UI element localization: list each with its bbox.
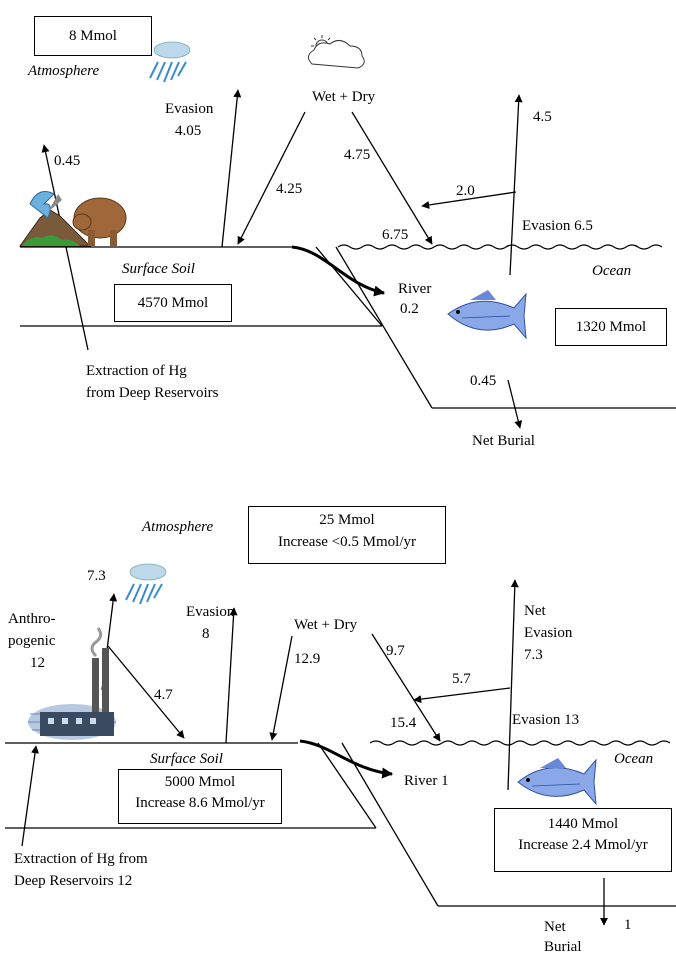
bottom-atmosphere-box: 25 Mmol Increase <0.5 Mmol/yr <box>248 506 446 564</box>
bottom-anthro-value: 12 <box>30 655 45 671</box>
top-fish-icon <box>447 290 527 340</box>
bottom-river-arrow <box>299 739 394 779</box>
top-burial-value: 0.45 <box>470 373 497 389</box>
bottom-atmosphere-amount: 25 Mmol <box>319 512 375 528</box>
top-river-arrow <box>291 245 386 297</box>
top-deposition-ocean-arrow <box>351 111 433 245</box>
top-soil-box: 4570 Mmol <box>114 284 232 322</box>
top-evasion-arrow <box>221 89 242 248</box>
top-ocean-wave <box>337 244 663 250</box>
top-ocean-evasion-arrow <box>509 94 523 276</box>
top-ocean-to-land-value: 2.0 <box>456 183 475 199</box>
top-extraction-line1: Extraction of Hg <box>86 363 187 379</box>
bottom-soil-increase: Increase 8.6 Mmol/yr <box>135 795 265 811</box>
bottom-rain-cloud-icon <box>125 563 167 605</box>
bottom-net-evasion-line2: Evasion <box>524 625 573 641</box>
bottom-net-evasion-value: 7.3 <box>524 647 543 663</box>
bottom-ocean-label: Ocean <box>614 751 654 767</box>
top-ocean-amount: 1320 Mmol <box>575 319 647 335</box>
top-extraction-line2: from Deep Reservoirs <box>86 385 219 401</box>
top-rain-cloud-icon <box>149 41 191 83</box>
bottom-diagram-lines <box>5 579 676 926</box>
top-soil-edge-line <box>315 246 383 327</box>
top-atmosphere-amount: 8 Mmol <box>69 28 117 44</box>
bottom-burial-value: 1 <box>624 917 632 933</box>
bottom-anthro-to-soil-value: 4.7 <box>154 687 173 703</box>
bottom-ocean-to-land-arrow <box>413 687 511 704</box>
bottom-ocean-evasion-label: Evasion 13 <box>512 712 580 728</box>
top-ocean-evasion-net-value: 4.5 <box>533 109 552 125</box>
top-evasion-value: 4.05 <box>175 123 202 139</box>
bottom-soil-box: 5000 Mmol Increase 8.6 Mmol/yr <box>118 769 282 824</box>
top-deposition-land-arrow <box>237 111 306 245</box>
bottom-factory-icon <box>28 627 116 740</box>
bottom-burial-line2: Burial <box>544 939 582 955</box>
bottom-ocean-amount: 1440 Mmol <box>547 816 619 832</box>
top-deep-extraction-value: 0.45 <box>54 153 81 169</box>
bottom-fish-icon <box>517 758 597 806</box>
bottom-net-evasion-arrow <box>507 579 519 791</box>
top-extraction-label-line <box>65 246 89 351</box>
top-evasion-label: Evasion <box>165 101 214 117</box>
bottom-ocean-box: 1440 Mmol Increase 2.4 Mmol/yr <box>494 808 672 872</box>
bottom-deposition-land-arrow <box>269 635 293 741</box>
top-burial-label: Net Burial <box>472 433 535 449</box>
top-volcano-bear-icon <box>19 191 127 247</box>
bottom-soil-amount: 5000 Mmol <box>164 774 236 790</box>
top-atmosphere-box: 8 Mmol <box>34 16 152 56</box>
top-shelf-line <box>335 246 433 409</box>
bottom-deposition-ocean-value: 9.7 <box>386 643 405 659</box>
bottom-deposition-land-value: 12.9 <box>294 651 321 667</box>
bottom-anthro-line1: Anthro- <box>8 611 56 627</box>
top-burial-arrow <box>507 379 523 429</box>
bottom-extraction-line1: Extraction of Hg from <box>14 851 148 867</box>
bottom-wet-dry-label: Wet + Dry <box>294 617 358 633</box>
bottom-extraction-line2: Deep Reservoirs 12 <box>14 873 133 889</box>
top-ocean-to-land-arrow <box>421 191 517 209</box>
bottom-deposition-ocean-arrow <box>371 633 441 742</box>
top-deposition-land-value: 4.25 <box>276 181 303 197</box>
bottom-ocean-increase: Increase 2.4 Mmol/yr <box>518 837 648 853</box>
bottom-evasion-value: 8 <box>202 626 210 642</box>
bottom-burial-line1: Net <box>544 919 566 935</box>
bottom-atmosphere-label: Atmosphere <box>142 519 214 535</box>
bottom-net-evasion-line1: Net <box>524 603 546 619</box>
bottom-anthro-line2: pogenic <box>8 633 56 649</box>
bottom-anthro-to-soil-arrow <box>107 645 185 739</box>
top-deposition-ocean-value: 4.75 <box>344 147 371 163</box>
top-sun-cloud-icon <box>308 35 365 69</box>
bottom-shelf-line <box>341 742 439 907</box>
bottom-atmosphere-increase: Increase <0.5 Mmol/yr <box>277 534 416 550</box>
bottom-soil-edge-line <box>317 742 377 829</box>
bottom-surface-soil-label: Surface Soil <box>150 751 223 767</box>
bottom-ocean-deposition-value: 15.4 <box>390 715 417 731</box>
top-ocean-label: Ocean <box>592 263 632 279</box>
top-river-label: River <box>398 281 432 297</box>
bottom-ocean-to-land-value: 5.7 <box>452 671 471 687</box>
bottom-evasion-label: Evasion <box>186 604 235 620</box>
top-surface-soil-label: Surface Soil <box>122 261 195 277</box>
bottom-river-label: River 1 <box>404 773 449 789</box>
top-wet-dry-label: Wet + Dry <box>312 89 376 105</box>
bottom-extraction-arrow <box>21 745 39 847</box>
top-ocean-evasion-label: Evasion 6.5 <box>522 218 593 234</box>
bottom-precip-value: 7.3 <box>87 568 106 584</box>
top-ocean-deposition-value: 6.75 <box>382 227 409 243</box>
top-soil-amount: 4570 Mmol <box>137 295 209 311</box>
top-river-value: 0.2 <box>400 301 419 317</box>
bottom-evasion-arrow <box>225 607 238 744</box>
bottom-ocean-wave <box>369 740 671 746</box>
top-ocean-box: 1320 Mmol <box>555 308 667 346</box>
top-atmosphere-label: Atmosphere <box>28 63 100 79</box>
